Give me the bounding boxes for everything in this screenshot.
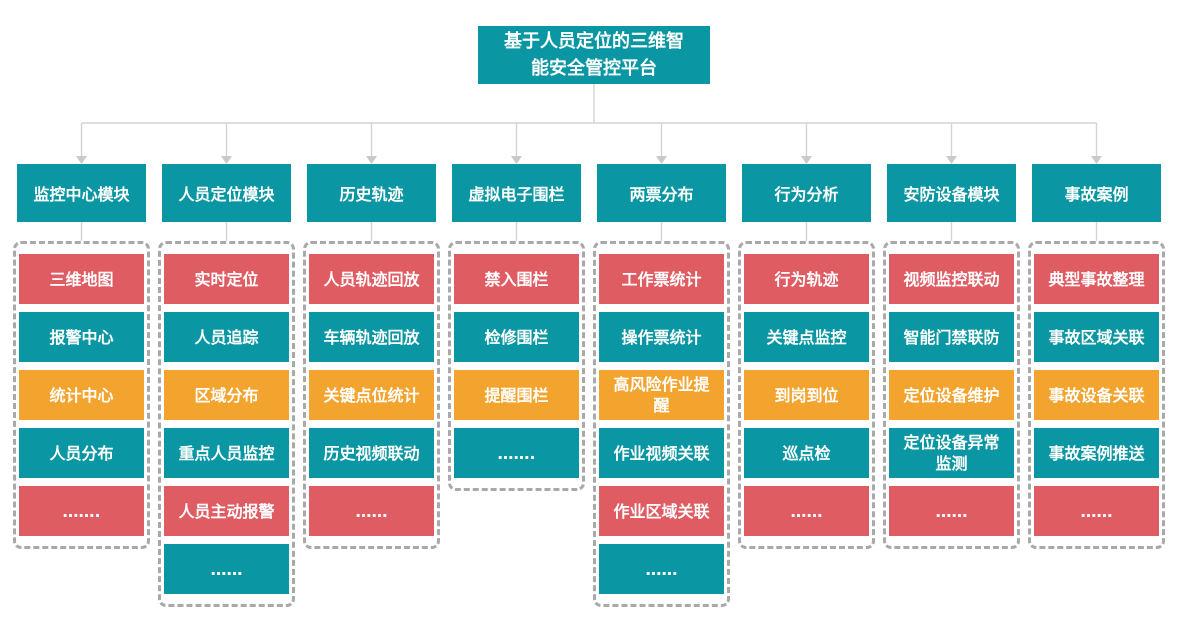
diagram-node: 关键点位统计 xyxy=(309,370,434,420)
diagram-node: 工作票统计 xyxy=(599,254,724,304)
diagram-node: 人员轨迹回放 xyxy=(309,254,434,304)
diagram-node: 车辆轨迹回放 xyxy=(309,312,434,362)
diagram-node: 事故区域关联 xyxy=(1034,312,1159,362)
module-items: 人员轨迹回放车辆轨迹回放关键点位统计历史视频联动 …… xyxy=(303,241,440,549)
module-items: 行为轨迹关键点监控到岗到位巡点检 …… xyxy=(738,241,875,549)
module-items: 实时定位人员追踪区域分布重点人员监控人员主动报警 …… xyxy=(158,241,295,607)
diagram-node: 统计中心 xyxy=(19,370,144,420)
diagram-node: 巡点检 xyxy=(744,428,869,478)
module-items: 三维地图报警中心统计中心人员分布 ……. xyxy=(13,241,150,549)
diagram-node: …… xyxy=(309,486,434,536)
diagram-node: 实时定位 xyxy=(164,254,289,304)
diagram-node: 检修围栏 xyxy=(454,312,579,362)
diagram-node: 高风险作业提醒 xyxy=(599,370,724,420)
module-header: 行为分析 xyxy=(742,164,871,222)
module-column: 历史轨迹 人员轨迹回放车辆轨迹回放关键点位统计历史视频联动 …… xyxy=(303,164,440,607)
diagram-node: …… xyxy=(889,486,1014,536)
module-header: 历史轨迹 xyxy=(307,164,436,222)
diagram-node: 关键点监控 xyxy=(744,312,869,362)
module-items: 典型事故整理事故区域关联事故设备关联事故案例推送 …… xyxy=(1028,241,1165,549)
diagram-node: 智能门禁联防 xyxy=(889,312,1014,362)
diagram-node: …… xyxy=(744,486,869,536)
diagram-node: 三维地图 xyxy=(19,254,144,304)
diagram-node: 区域分布 xyxy=(164,370,289,420)
diagram-node: …… xyxy=(1034,486,1159,536)
diagram-node: 重点人员监控 xyxy=(164,428,289,478)
diagram-node: 作业区域关联 xyxy=(599,486,724,536)
module-column: 监控中心模块 三维地图报警中心统计中心人员分布 ……. xyxy=(13,164,150,607)
module-column: 行为分析 行为轨迹关键点监控到岗到位巡点检 …… xyxy=(738,164,875,607)
module-column: 两票分布 工作票统计操作票统计高风险作业提醒作业视频关联作业区域关联 …… xyxy=(593,164,730,607)
diagram-node: …… xyxy=(599,544,724,594)
diagram-node: 人员主动报警 xyxy=(164,486,289,536)
diagram-node: 作业视频关联 xyxy=(599,428,724,478)
diagram-node: …… xyxy=(164,544,289,594)
module-header: 虚拟电子围栏 xyxy=(452,164,581,222)
module-column: 事故案例 典型事故整理事故区域关联事故设备关联事故案例推送 …… xyxy=(1028,164,1165,607)
diagram-node: ……. xyxy=(454,428,579,478)
columns: 监控中心模块 三维地图报警中心统计中心人员分布……. 人员定位模块 实时定位人员… xyxy=(13,164,1165,607)
module-items: 禁入围栏检修围栏提醒围栏 ……. xyxy=(448,241,585,491)
module-header: 事故案例 xyxy=(1032,164,1161,222)
diagram-node: 定位设备维护 xyxy=(889,370,1014,420)
module-header: 两票分布 xyxy=(597,164,726,222)
diagram-node: 操作票统计 xyxy=(599,312,724,362)
diagram-node: 人员分布 xyxy=(19,428,144,478)
diagram-node: 定位设备异常监测 xyxy=(889,428,1014,478)
module-column: 安防设备模块 视频监控联动智能门禁联防定位设备维护定位设备异常监测 …… xyxy=(883,164,1020,607)
diagram-node: 典型事故整理 xyxy=(1034,254,1159,304)
module-column: 虚拟电子围栏 禁入围栏检修围栏提醒围栏 ……. xyxy=(448,164,585,607)
module-header: 人员定位模块 xyxy=(162,164,291,222)
diagram-node: 人员追踪 xyxy=(164,312,289,362)
root-node-label: 基于人员定位的三维智能安全管控平台 xyxy=(504,31,684,79)
module-column: 人员定位模块 实时定位人员追踪区域分布重点人员监控人员主动报警 …… xyxy=(158,164,295,607)
diagram-node: ……. xyxy=(19,486,144,536)
diagram-node: 事故设备关联 xyxy=(1034,370,1159,420)
module-items: 视频监控联动智能门禁联防定位设备维护定位设备异常监测 …… xyxy=(883,241,1020,549)
module-header: 安防设备模块 xyxy=(887,164,1016,222)
module-items: 工作票统计操作票统计高风险作业提醒作业视频关联作业区域关联 …… xyxy=(593,241,730,607)
root-node: 基于人员定位的三维智能安全管控平台 xyxy=(478,26,710,84)
module-header: 监控中心模块 xyxy=(17,164,146,222)
diagram-node: 事故案例推送 xyxy=(1034,428,1159,478)
diagram-node: 行为轨迹 xyxy=(744,254,869,304)
diagram-node: 禁入围栏 xyxy=(454,254,579,304)
diagram-node: 报警中心 xyxy=(19,312,144,362)
diagram-node: 到岗到位 xyxy=(744,370,869,420)
diagram-node: 视频监控联动 xyxy=(889,254,1014,304)
diagram-node: 提醒围栏 xyxy=(454,370,579,420)
diagram-node: 历史视频联动 xyxy=(309,428,434,478)
